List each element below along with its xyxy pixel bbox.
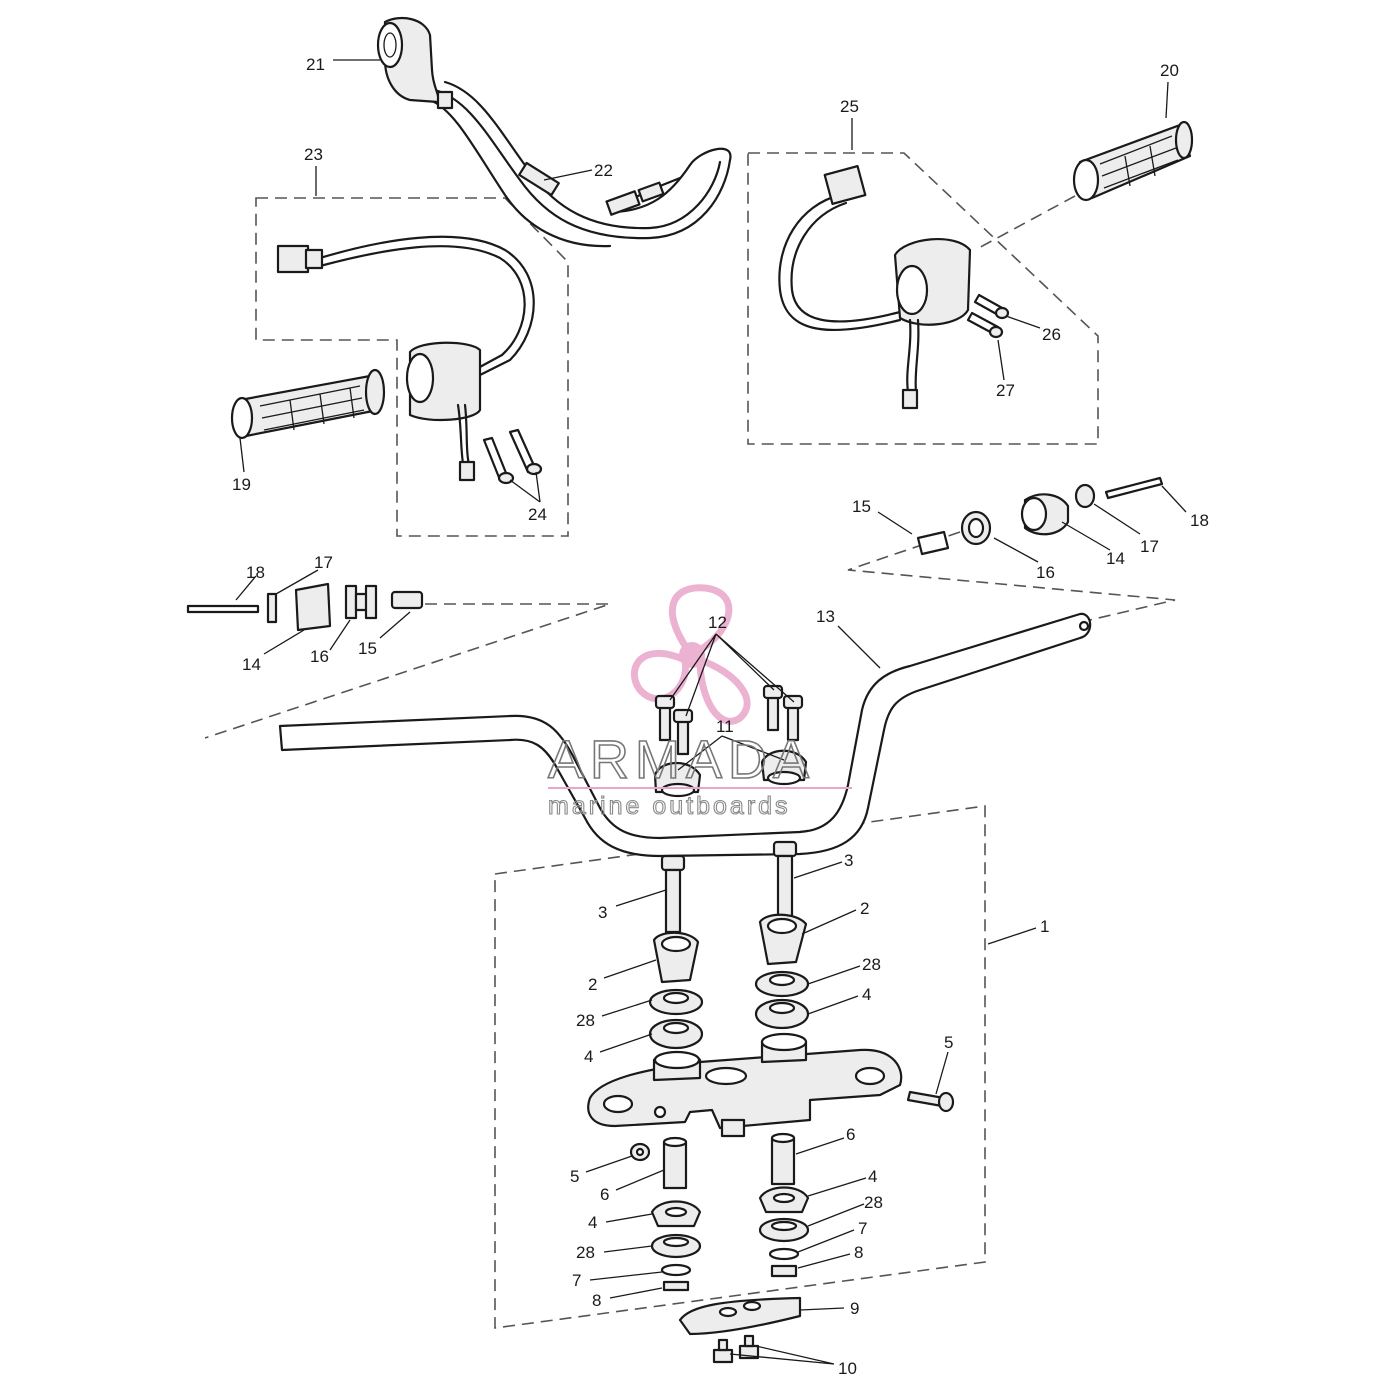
callout-24: 24 <box>528 505 547 524</box>
left-end-projection-line <box>204 603 611 739</box>
spacers-6 <box>662 1132 796 1190</box>
callout-1: 1 <box>1040 917 1049 936</box>
top-yoke-1 <box>587 1032 903 1138</box>
right-bar-end-parts <box>916 476 1164 556</box>
right-grip-20 <box>1072 120 1194 202</box>
callout-22: 22 <box>594 161 613 180</box>
callout-15: 15 <box>852 497 871 516</box>
riser-bolts-3 <box>660 840 798 934</box>
callout-2: 2 <box>860 899 869 918</box>
right-end-projection-line <box>847 531 1176 621</box>
callout-10: 10 <box>838 1359 857 1378</box>
callout-8: 8 <box>592 1291 601 1310</box>
ignition-wiring-loom <box>428 80 732 248</box>
riser-washers-28-4-upper <box>648 970 810 1050</box>
left-switch-cable <box>276 235 535 377</box>
callout-20: 20 <box>1160 61 1179 80</box>
yoke-pinch-bolts-5 <box>629 1090 955 1162</box>
callout-16: 16 <box>1036 563 1055 582</box>
callout-labels: 1 2 2 3 3 4 4 4 4 5 5 6 6 7 7 8 8 9 10 1… <box>232 55 1209 1378</box>
callout-26: 26 <box>1042 325 1061 344</box>
right-switch-assembly-boundary <box>747 152 1099 445</box>
callout-21: 21 <box>306 55 325 74</box>
bolts-10 <box>712 1334 760 1364</box>
callout-28: 28 <box>864 1193 883 1212</box>
plate-9 <box>678 1296 802 1336</box>
right-switch-cable <box>778 165 902 332</box>
callout-18: 18 <box>246 563 265 582</box>
callout-5: 5 <box>570 1167 579 1186</box>
callout-6: 6 <box>846 1125 855 1144</box>
callout-4: 4 <box>584 1047 593 1066</box>
callout-4: 4 <box>868 1167 877 1186</box>
left-switch-screws-24 <box>482 428 543 485</box>
risers-2 <box>652 913 808 984</box>
callout-2: 2 <box>588 975 597 994</box>
callout-19: 19 <box>232 475 251 494</box>
callout-28: 28 <box>576 1011 595 1030</box>
callout-27: 27 <box>996 381 1015 400</box>
callout-12: 12 <box>708 613 727 632</box>
callout-15: 15 <box>358 639 377 658</box>
callout-11: 11 <box>716 717 734 736</box>
callout-6: 6 <box>600 1185 609 1204</box>
leader-lines <box>235 59 1187 1365</box>
grip-alignment-line <box>974 195 1076 251</box>
right-switch-screws-26-27 <box>966 293 1010 339</box>
callout-3: 3 <box>844 851 853 870</box>
left-grip-19 <box>230 368 386 440</box>
right-switch-housing <box>893 237 972 410</box>
callout-14: 14 <box>1106 549 1125 568</box>
callout-4: 4 <box>862 985 871 1004</box>
callout-5: 5 <box>944 1033 953 1052</box>
callout-18: 18 <box>1190 511 1209 530</box>
callout-13: 13 <box>816 607 835 626</box>
watermark-tagline: marine outboards <box>548 792 791 820</box>
callout-25: 25 <box>840 97 859 116</box>
left-bar-end-parts <box>186 582 424 632</box>
callout-28: 28 <box>862 955 881 974</box>
watermark-brand: ARMADA <box>548 730 815 790</box>
callout-7: 7 <box>572 1271 581 1290</box>
callout-28: 28 <box>576 1243 595 1262</box>
callout-23: 23 <box>304 145 323 164</box>
left-switch-housing <box>405 341 482 482</box>
callout-14: 14 <box>242 655 261 674</box>
washers-7-nuts-8 <box>660 1247 800 1292</box>
callout-16: 16 <box>310 647 329 666</box>
callout-8: 8 <box>854 1243 863 1262</box>
lower-rubbers-4-28 <box>650 1186 810 1259</box>
callout-17: 17 <box>1140 537 1159 556</box>
callout-7: 7 <box>858 1219 867 1238</box>
callout-17: 17 <box>314 553 333 572</box>
callout-3: 3 <box>598 903 607 922</box>
upper-clamp-bolts-12 <box>654 684 804 756</box>
ignition-switch-21 <box>376 17 454 110</box>
handlebar-13 <box>278 612 1092 858</box>
callout-4: 4 <box>588 1213 597 1232</box>
callout-9: 9 <box>850 1299 859 1318</box>
